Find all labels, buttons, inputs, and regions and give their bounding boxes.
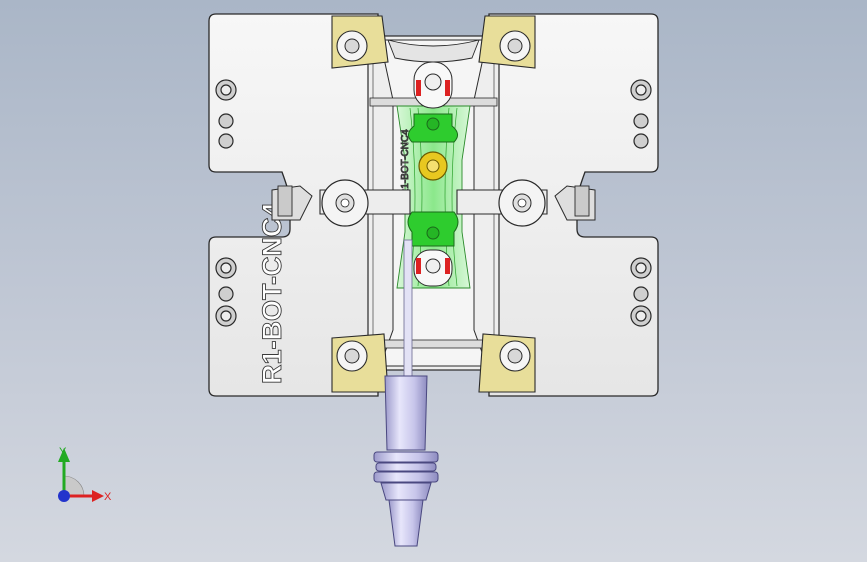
engraved-label: R1-BOT-CNC4 [257,202,288,384]
right-clamp-arm [456,179,596,227]
coordinate-triad[interactable]: Y X [58,446,112,503]
engraved-part-code: R1-BOT-CNC4 [257,202,287,384]
left-plate-holes [215,79,237,327]
lower-locator [407,211,459,247]
x-axis-label: X [104,491,112,503]
inner-part-code: R1-BOT-CNC4 [400,129,411,196]
y-axis-label: Y [59,446,67,458]
z-axis-dot [58,490,70,502]
tool-holder [373,239,439,547]
lower-clamp-insert [413,249,453,287]
right-plate-holes [630,79,652,327]
upper-locator [408,113,458,143]
upper-clamp-insert [413,61,453,109]
left-clamp-arm [271,179,411,227]
center-pin [418,151,448,181]
mounting-pad-bottom-right [478,333,536,393]
mounting-pad-top-left [331,15,389,69]
mounting-pad-bottom-left [331,333,389,393]
mounting-pad-top-right [478,15,536,69]
